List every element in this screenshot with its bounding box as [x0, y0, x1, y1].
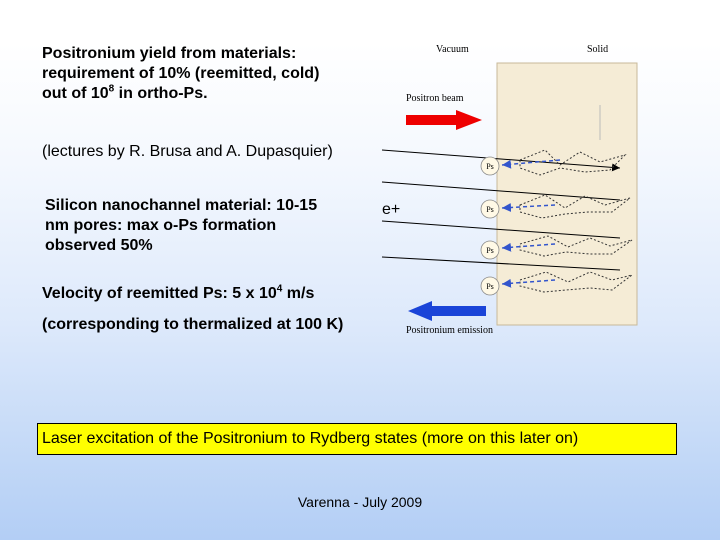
silicon-line-2: nm pores: max o-Ps formation — [45, 217, 277, 234]
title-exponent: 8 — [108, 83, 115, 95]
silicon-note: Silicon nanochannel material: 10-15 nm p… — [45, 196, 345, 256]
lectures-note: (lectures by R. Brusa and A. Dupasquier) — [42, 143, 333, 160]
ps-bubble-2: Ps — [480, 199, 500, 219]
velocity-exponent: 4 — [276, 283, 283, 295]
ps-bubble-4: Ps — [480, 276, 500, 296]
solid-label: Solid — [587, 44, 608, 55]
svg-text:Ps: Ps — [486, 282, 494, 291]
title-line-3: out of 108 in ortho-Ps. — [42, 83, 208, 102]
vacuum-label: Vacuum — [436, 44, 469, 55]
svg-text:Ps: Ps — [486, 205, 494, 214]
emission-label: Positronium emission — [406, 325, 493, 336]
positronium-emission-arrow — [408, 301, 486, 321]
svg-text:Ps: Ps — [486, 162, 494, 171]
solid-block — [496, 62, 638, 326]
title-line-2: requirement of 10% (reemitted, cold) — [42, 65, 320, 82]
eplus-label: e+ — [382, 201, 400, 218]
diffusion-paths — [519, 149, 633, 293]
positron-beam-arrow — [406, 110, 482, 130]
silicon-line-3: observed 50% — [45, 237, 153, 254]
slide-title: Positronium yield from materials: requir… — [42, 44, 372, 104]
beam-label: Positron beam — [406, 93, 464, 104]
positronium-emission-diagram: Vacuum Solid Positron beam Ps Ps Ps — [381, 44, 638, 336]
thermalization-note: (corresponding to thermalized at 100 K) — [42, 316, 344, 333]
title-line-1: Positronium yield from materials: — [42, 45, 297, 62]
ps-emission-tracks — [501, 159, 561, 288]
positron-trajectories — [381, 149, 621, 271]
silicon-line-1: Silicon nanochannel material: 10-15 — [45, 197, 318, 214]
ps-bubble-1: Ps — [480, 156, 500, 176]
velocity-note: Velocity of reemitted Ps: 5 x 104 m/s — [42, 283, 315, 302]
ps-bubble-3: Ps — [480, 240, 500, 260]
svg-text:Ps: Ps — [486, 246, 494, 255]
laser-excitation-box: Laser excitation of the Positronium to R… — [37, 423, 677, 455]
slide-footer: Varenna - July 2009 — [297, 494, 423, 510]
